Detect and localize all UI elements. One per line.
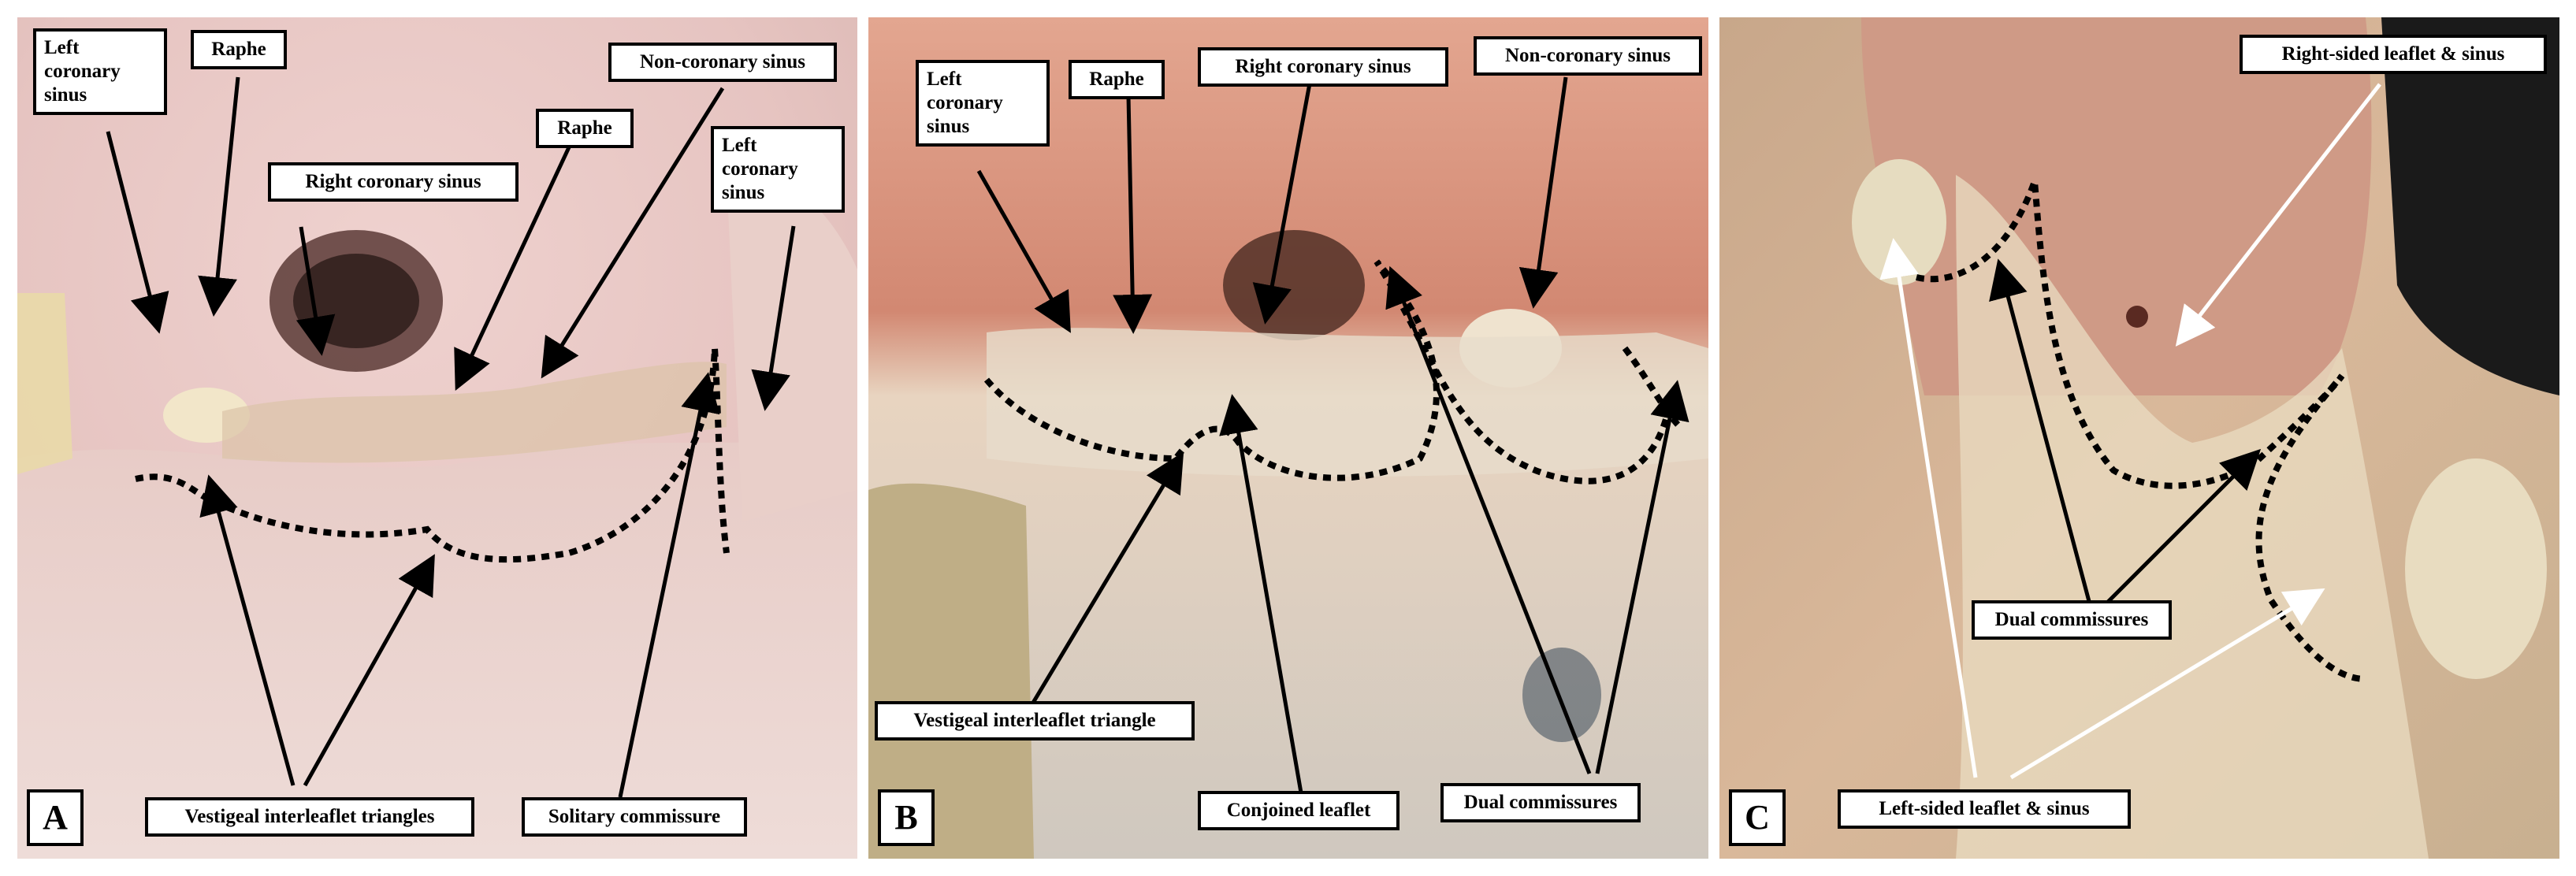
label-left-sided-leaflet-and-sinus: Left-sided leaflet & sinus — [1838, 789, 2131, 829]
label-right-sided-leaflet-and-sinus: Right-sided leaflet & sinus — [2240, 35, 2547, 74]
label-left-coronary-sinus: Left coronary sinus — [711, 126, 845, 213]
panel-b-annotations — [976, 76, 1689, 798]
label-vestigeal-interleaflet-triangle: Vestigeal interleaflet triangle — [875, 701, 1195, 741]
panel-a-annotations — [106, 76, 796, 798]
label-left-coronary-sinus: Left coronary sinus — [33, 28, 167, 115]
label-conjoined-leaflet: Conjoined leaflet — [1198, 791, 1400, 830]
panel-c: Right-sided leaflet & sinus Dual commiss… — [1719, 17, 2559, 859]
label-dual-commissures: Dual commissures — [1440, 783, 1641, 822]
panel-letter: C — [1729, 789, 1786, 846]
panel-c-annotations — [1879, 83, 2381, 780]
panel-letter: B — [878, 789, 935, 846]
label-non-coronary-sinus: Non-coronary sinus — [1474, 36, 1702, 76]
panel-b: Left coronary sinus Raphe Right coronary… — [868, 17, 1708, 859]
panel-a: Left coronary sinus Raphe Non-coronary s… — [17, 17, 857, 859]
label-right-coronary-sinus: Right coronary sinus — [1198, 47, 1448, 87]
label-dual-commissures: Dual commissures — [1972, 600, 2172, 640]
panel-letter: A — [27, 789, 84, 846]
label-raphe: Raphe — [191, 30, 287, 69]
label-solitary-commissure: Solitary commissure — [522, 797, 747, 837]
label-left-coronary-sinus: Left coronary sinus — [916, 60, 1050, 147]
label-raphe: Raphe — [536, 109, 634, 148]
label-raphe: Raphe — [1069, 60, 1165, 99]
label-non-coronary-sinus: Non-coronary sinus — [608, 43, 837, 82]
label-right-coronary-sinus: Right coronary sinus — [268, 162, 519, 202]
label-vestigeal-interleaflet-triangles: Vestigeal interleaflet triangles — [145, 797, 474, 837]
